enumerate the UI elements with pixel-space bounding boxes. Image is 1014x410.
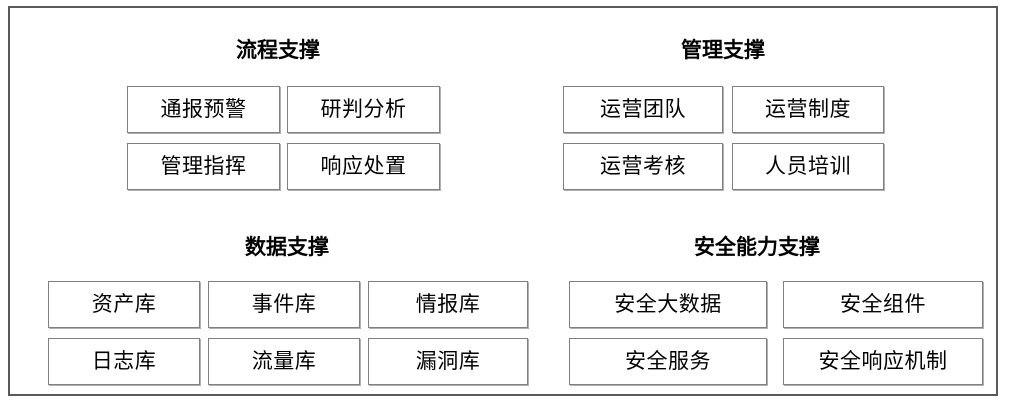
group-title-process-support: 流程支撑 (236, 39, 320, 62)
node-guanli-zhihui[interactable]: 管理指挥 (127, 143, 280, 190)
group-title-security-capability-support: 安全能力支撑 (694, 236, 820, 259)
node-zichan-ku[interactable]: 资产库 (48, 281, 200, 328)
node-anquan-zujian[interactable]: 安全组件 (783, 281, 983, 328)
node-yunying-kaohe[interactable]: 运营考核 (563, 143, 723, 190)
node-anquan-fuwu[interactable]: 安全服务 (569, 338, 767, 385)
node-renyuan-peixun[interactable]: 人员培训 (732, 143, 884, 190)
node-xiangying-chuzhi[interactable]: 响应处置 (287, 143, 440, 190)
node-anquan-xiangying-jizhi[interactable]: 安全响应机制 (783, 338, 983, 385)
node-yunying-tuandui[interactable]: 运营团队 (563, 86, 723, 133)
node-shijian-ku[interactable]: 事件库 (208, 281, 360, 328)
node-qingbao-ku[interactable]: 情报库 (368, 281, 528, 328)
node-liuliang-ku[interactable]: 流量库 (208, 338, 360, 385)
node-anquan-dashuju[interactable]: 安全大数据 (569, 281, 767, 328)
group-title-management-support: 管理支撑 (681, 39, 765, 62)
node-tongbao-yujing[interactable]: 通报预警 (127, 86, 280, 133)
node-yanpan-fenxi[interactable]: 研判分析 (287, 86, 440, 133)
group-title-data-support: 数据支撑 (245, 236, 329, 259)
node-yunying-zhidu[interactable]: 运营制度 (732, 86, 884, 133)
node-loudong-ku[interactable]: 漏洞库 (368, 338, 528, 385)
diagram-outer-frame: 流程支撑 通报预警 研判分析 管理指挥 响应处置 管理支撑 运营团队 运营制度 … (8, 6, 998, 396)
node-rizhi-ku[interactable]: 日志库 (48, 338, 200, 385)
